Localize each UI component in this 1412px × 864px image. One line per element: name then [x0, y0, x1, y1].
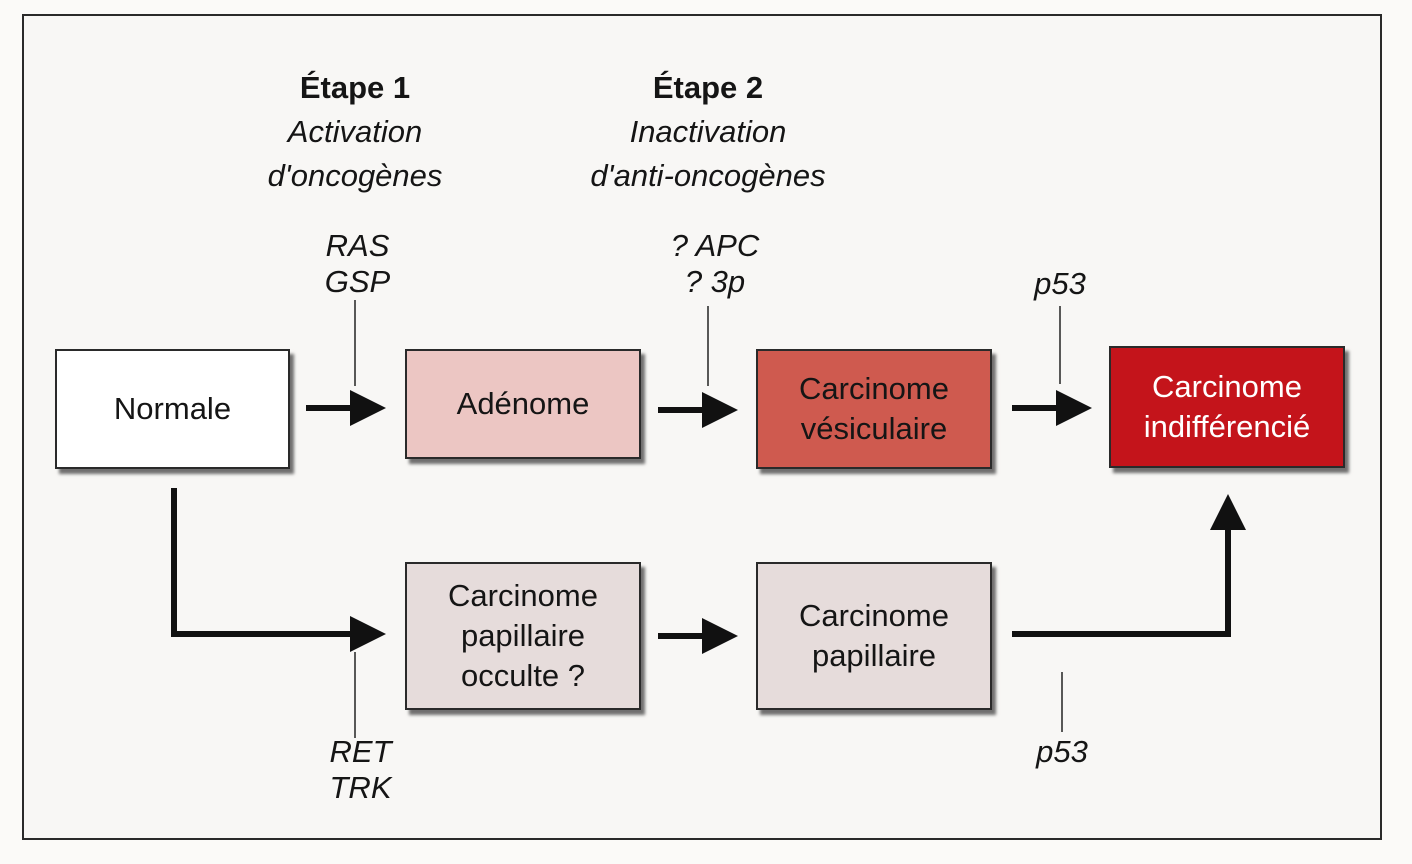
step-2-title: Étape 2	[652, 70, 764, 105]
gene-label-apc-3p: ? APC ? 3p	[670, 228, 760, 299]
step-2-heading: Étape 2 Inactivation d'anti-oncogènes	[548, 66, 868, 198]
step-1-heading: Étape 1 Activation d'oncogènes	[225, 66, 485, 198]
gene-label-ret-trk: RET TRK	[329, 734, 392, 805]
box-carcinome-indifferencie: Carcinome indifférencié	[1109, 346, 1345, 468]
gene-label-ras-gsp: RAS GSP	[324, 228, 391, 299]
arrow-papillaire-to-indifferencie	[1012, 494, 1246, 637]
step-1-title: Étape 1	[299, 70, 411, 105]
box-carcinome-vesiculaire: Carcinome vésiculaire	[756, 349, 992, 469]
box-carcinome-papillaire-occulte: Carcinome papillaire occulte ?	[405, 562, 641, 710]
step-1-description: Activation d'oncogènes	[267, 114, 443, 193]
box-adenome: Adénome	[405, 349, 641, 459]
gene-label-p53-bottom: p53	[1036, 734, 1088, 769]
gene-label-p53-top: p53	[1034, 266, 1086, 301]
box-carcinome-papillaire: Carcinome papillaire	[756, 562, 992, 710]
arrow-normale-to-papillaire-occulte	[171, 488, 386, 652]
box-normale: Normale	[55, 349, 290, 469]
step-2-description: Inactivation d'anti-oncogènes	[590, 114, 826, 193]
